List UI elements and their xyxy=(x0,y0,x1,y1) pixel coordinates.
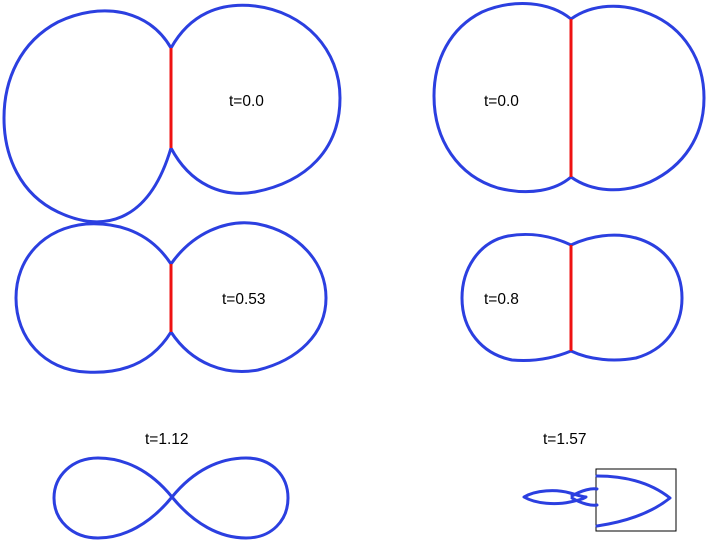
bubble-outline-right-t08 xyxy=(460,232,684,362)
figure-eight-outline-t112 xyxy=(52,456,290,540)
time-label-left-t0: t=0.0 xyxy=(229,93,264,110)
collapsed-neck xyxy=(570,487,599,507)
time-label-right-t157: t=1.57 xyxy=(543,431,587,448)
collapsed-large-lobe xyxy=(595,474,672,528)
time-label-left-t112: t=1.12 xyxy=(145,431,189,448)
panel-left-t0: t=0.0 xyxy=(2,3,342,224)
panel-left-t053: t=0.53 xyxy=(14,221,328,374)
zoom-inset-frame xyxy=(595,468,677,532)
time-label-right-t0: t=0.0 xyxy=(484,93,519,110)
collapsed-small-lobe xyxy=(522,489,588,506)
bubble-outline-left-t0 xyxy=(2,3,342,224)
time-label-right-t08: t=0.8 xyxy=(484,291,519,308)
panel-right-t157: t=1.57 xyxy=(522,431,677,532)
panel-left-t112: t=1.12 xyxy=(52,431,290,540)
bubble-outline-right-t0 xyxy=(432,2,706,194)
time-label-left-t053: t=0.53 xyxy=(222,291,266,308)
bubble-outline-left-t053 xyxy=(14,221,328,374)
panel-right-t0: t=0.0 xyxy=(432,2,706,194)
panel-right-t08: t=0.8 xyxy=(460,232,684,362)
